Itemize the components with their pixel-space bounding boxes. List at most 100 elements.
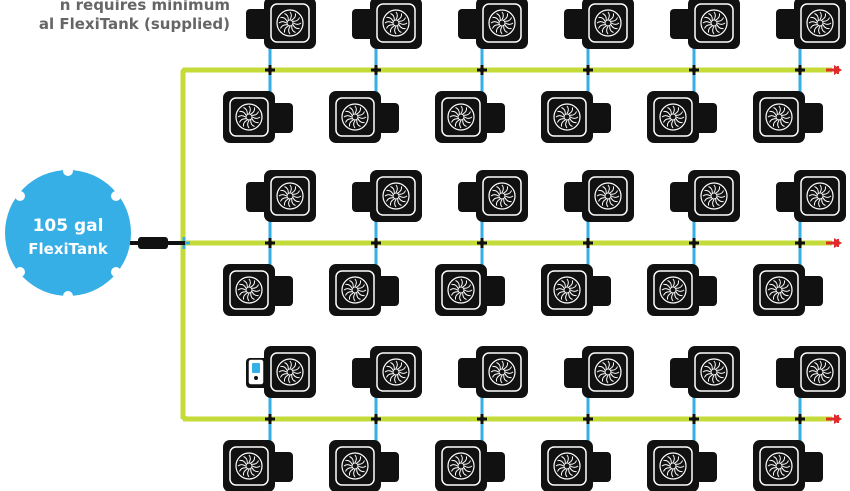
fan-icon bbox=[341, 452, 369, 480]
tank-eyelet-icon bbox=[63, 291, 73, 301]
pot-icon bbox=[753, 440, 823, 491]
connector-icon bbox=[583, 238, 593, 248]
pot-body bbox=[647, 264, 699, 316]
fan-icon bbox=[341, 276, 369, 304]
pot-rim bbox=[653, 270, 693, 310]
pot-rim bbox=[694, 3, 734, 43]
fan-icon bbox=[235, 452, 263, 480]
fan-icon bbox=[382, 358, 410, 386]
pot-rim bbox=[270, 176, 310, 216]
fan-icon bbox=[700, 358, 728, 386]
pot-rim bbox=[441, 270, 481, 310]
pot-body bbox=[541, 440, 593, 491]
tank-outlet-connector bbox=[130, 237, 185, 249]
tank-eyelet-icon bbox=[111, 191, 121, 201]
pot-grid bbox=[223, 0, 846, 491]
fan-icon bbox=[594, 358, 622, 386]
pot-rim bbox=[547, 270, 587, 310]
pot-body bbox=[223, 440, 275, 491]
tank-eyelet-icon bbox=[15, 191, 25, 201]
pot-icon bbox=[647, 264, 717, 316]
pot-icon bbox=[776, 0, 846, 49]
note-line-1: n requires minimum bbox=[59, 0, 230, 14]
pot-icon bbox=[670, 346, 740, 398]
tank-eyelet-icon bbox=[63, 166, 73, 176]
pot-body bbox=[476, 346, 528, 398]
pot-rim bbox=[229, 446, 269, 486]
pot-rim bbox=[800, 3, 840, 43]
pot-body bbox=[688, 0, 740, 49]
pot-rim bbox=[588, 176, 628, 216]
pot-body bbox=[582, 346, 634, 398]
connector-icon bbox=[795, 65, 805, 75]
connector-icon bbox=[795, 414, 805, 424]
connector-icon bbox=[477, 414, 487, 424]
pot-icon bbox=[776, 346, 846, 398]
fan-icon bbox=[382, 9, 410, 37]
pot-icon bbox=[246, 346, 316, 398]
connector-icon bbox=[477, 238, 487, 248]
fan-icon bbox=[235, 276, 263, 304]
connector-icon bbox=[265, 414, 275, 424]
connector-icon bbox=[371, 238, 381, 248]
pot-body bbox=[541, 91, 593, 143]
pot-rim bbox=[694, 352, 734, 392]
pot-icon bbox=[753, 264, 823, 316]
fan-icon bbox=[806, 9, 834, 37]
pot-icon bbox=[329, 264, 399, 316]
pot-body bbox=[476, 0, 528, 49]
pot-icon bbox=[246, 170, 316, 222]
pot-icon bbox=[329, 440, 399, 491]
fan-icon bbox=[382, 182, 410, 210]
fan-icon bbox=[659, 452, 687, 480]
pot-rim bbox=[759, 446, 799, 486]
connector-icon bbox=[689, 238, 699, 248]
pot-body bbox=[264, 0, 316, 49]
fan-icon bbox=[659, 103, 687, 131]
pot-body bbox=[370, 0, 422, 49]
pot-rim bbox=[270, 3, 310, 43]
fan-icon bbox=[765, 103, 793, 131]
pot-body bbox=[794, 346, 846, 398]
flexitank-body bbox=[5, 170, 131, 296]
end-cap-icon bbox=[826, 65, 842, 75]
note-line-2: al FlexiTank (supplied) bbox=[38, 15, 230, 33]
pot-icon bbox=[564, 0, 634, 49]
pot-body bbox=[223, 264, 275, 316]
connector-icon bbox=[371, 65, 381, 75]
pot-rim bbox=[441, 97, 481, 137]
pot-body bbox=[647, 440, 699, 491]
fan-icon bbox=[341, 103, 369, 131]
pot-icon bbox=[670, 170, 740, 222]
pot-body bbox=[753, 440, 805, 491]
fan-icon bbox=[276, 182, 304, 210]
pot-rim bbox=[376, 3, 416, 43]
pot-body bbox=[753, 264, 805, 316]
pot-icon bbox=[458, 0, 528, 49]
connector-icon bbox=[795, 238, 805, 248]
fan-icon bbox=[488, 182, 516, 210]
end-cap-icon bbox=[826, 414, 842, 424]
fan-icon bbox=[276, 358, 304, 386]
fan-icon bbox=[447, 276, 475, 304]
connector-icon bbox=[583, 65, 593, 75]
fan-icon bbox=[447, 103, 475, 131]
pot-icon bbox=[435, 264, 505, 316]
pot-icon bbox=[246, 0, 316, 49]
pot-body bbox=[329, 264, 381, 316]
tank-capacity-label: 105 gal bbox=[33, 216, 104, 236]
pot-body bbox=[688, 346, 740, 398]
pot-body bbox=[264, 170, 316, 222]
fan-icon bbox=[553, 103, 581, 131]
pot-body bbox=[264, 346, 316, 398]
pot-rim bbox=[270, 352, 310, 392]
pot-icon bbox=[223, 91, 293, 143]
pot-rim bbox=[229, 97, 269, 137]
connector-icon bbox=[689, 414, 699, 424]
pot-body bbox=[435, 91, 487, 143]
pot-rim bbox=[376, 176, 416, 216]
pot-icon bbox=[458, 346, 528, 398]
fan-icon bbox=[553, 452, 581, 480]
pot-icon bbox=[541, 91, 611, 143]
